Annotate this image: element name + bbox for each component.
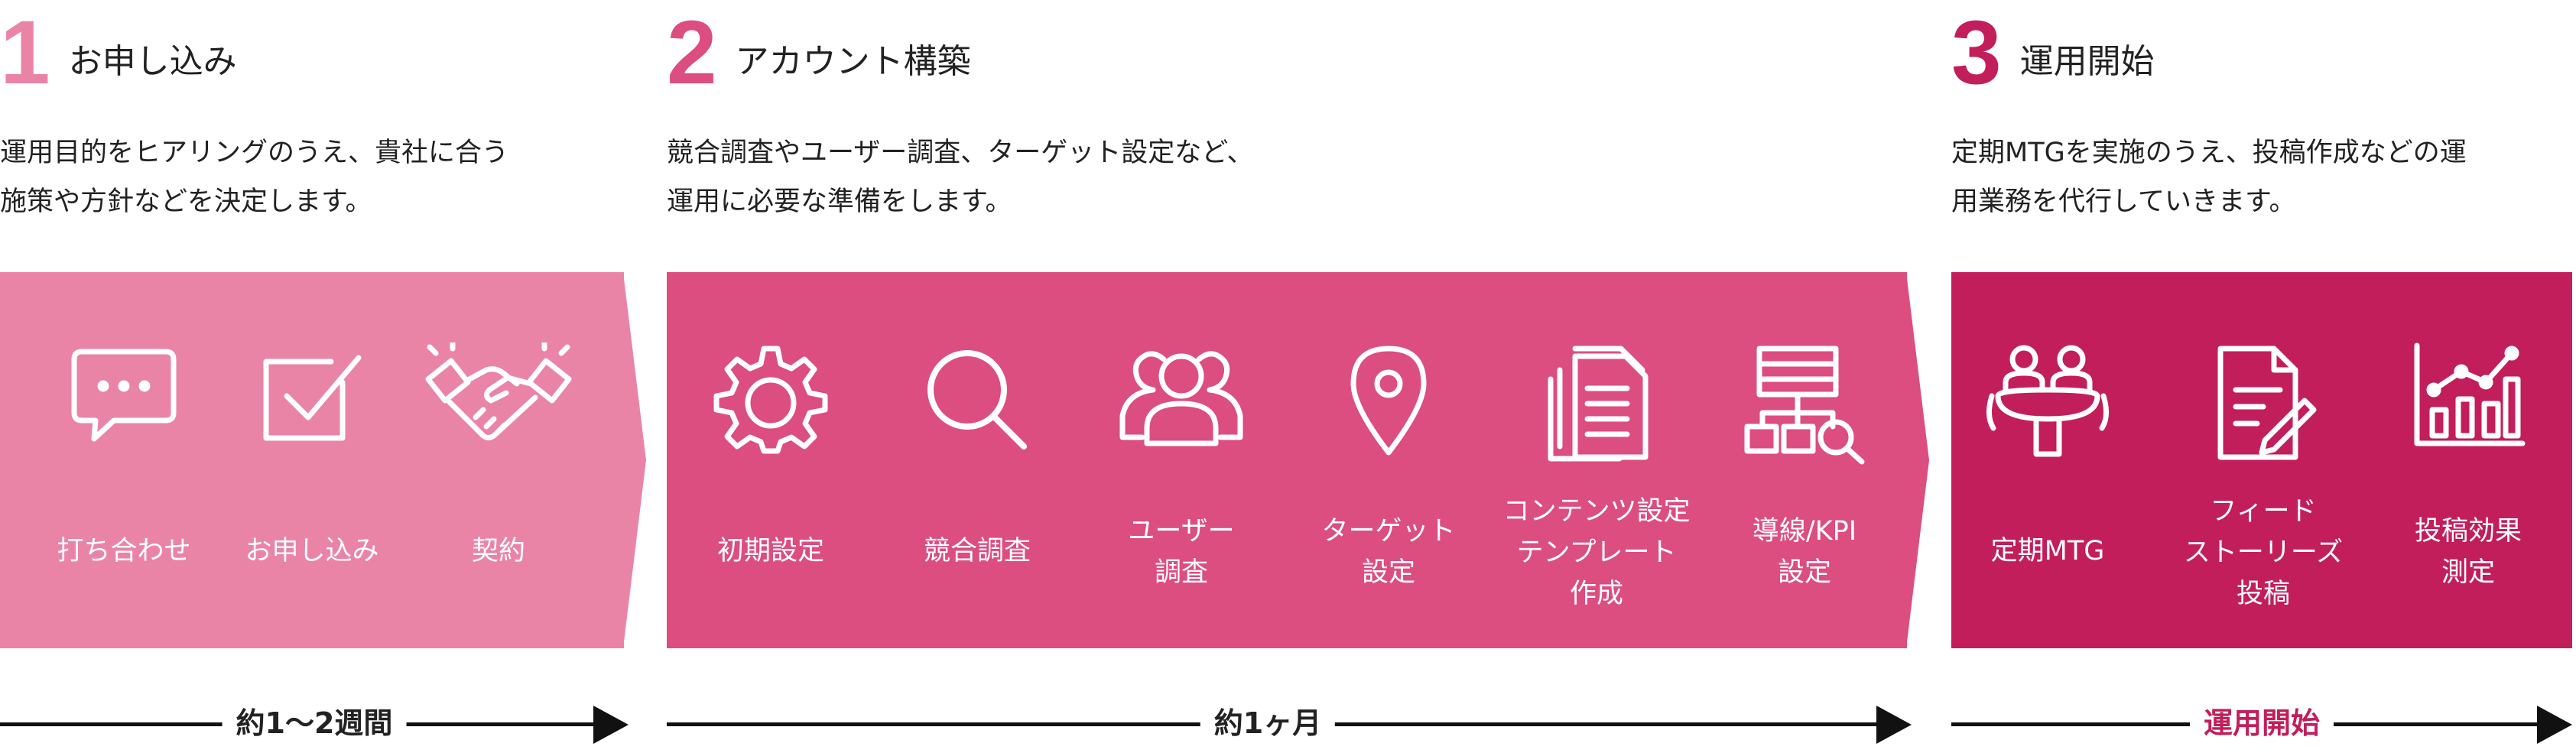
item-shoki-settei: 初期設定 bbox=[679, 272, 862, 648]
item-dousen-kpi: 導線/KPI 設定 bbox=[1713, 272, 1896, 648]
gear-icon bbox=[713, 346, 828, 454]
item-content-template: コンテンツ設定 テンプレート 作成 bbox=[1502, 272, 1691, 648]
item-target-settei: ターゲット 設定 bbox=[1297, 272, 1480, 648]
item-kyougou-chousa: 競合調査 bbox=[885, 272, 1069, 648]
step-1-panel-arrow bbox=[623, 272, 646, 648]
step-description: 運用目的をヒアリングのうえ、貴社に合う 施策や方針などを決定します。 bbox=[0, 138, 509, 217]
step-2-panel-arrow bbox=[1906, 272, 1929, 648]
chat-bubble-icon bbox=[71, 349, 177, 442]
item-teiki-mtg: 定期MTG bbox=[1956, 272, 2139, 648]
step-3-panel: 定期MTG フィード ストーリーズ 投稿 投稿効果 測定 bbox=[1951, 272, 2572, 648]
document-edit-icon bbox=[2217, 346, 2317, 460]
item-moushikomi: お申し込み bbox=[220, 272, 404, 648]
item-label: 競合調査 bbox=[923, 536, 1031, 566]
item-label: 初期設定 bbox=[716, 536, 824, 566]
item-feed-stories: フィード ストーリーズ 投稿 bbox=[2172, 272, 2355, 648]
documents-icon bbox=[1548, 346, 1649, 462]
item-label: 投稿効果 測定 bbox=[2414, 516, 2522, 588]
step-number: 2 bbox=[667, 2, 717, 103]
magnifier-icon bbox=[927, 350, 1027, 450]
step-1-panel: 打ち合わせ お申し込み 契約 bbox=[0, 272, 624, 648]
step-2-header: 2 アカウント構築 bbox=[667, 3, 971, 102]
item-user-chousa: ユーザー 調査 bbox=[1090, 272, 1273, 648]
item-label: お申し込み bbox=[245, 536, 379, 566]
handshake-icon bbox=[425, 342, 572, 441]
item-label: コンテンツ設定 テンプレート 作成 bbox=[1502, 496, 1691, 609]
item-label: ターゲット 設定 bbox=[1321, 516, 1456, 588]
item-label: 打ち合わせ bbox=[57, 536, 191, 566]
step-1-header: 1 お申し込み bbox=[0, 3, 237, 102]
timeline-step-2: 約1ヶ月 bbox=[667, 700, 1912, 746]
step-3-header: 3 運用開始 bbox=[1951, 3, 2155, 102]
step-number: 3 bbox=[1951, 2, 2002, 103]
sitemap-search-icon bbox=[1744, 346, 1865, 465]
checkbox-icon bbox=[263, 355, 362, 441]
item-uchiawase: 打ち合わせ bbox=[32, 272, 216, 648]
meeting-table-icon bbox=[1986, 345, 2109, 457]
step-number: 1 bbox=[0, 2, 50, 103]
item-label: フィード ストーリーズ 投稿 bbox=[2183, 496, 2344, 609]
timeline-arrowhead bbox=[2537, 706, 2572, 744]
duration-label: 約1ヶ月 bbox=[1200, 700, 1336, 746]
step-title: お申し込み bbox=[68, 42, 237, 81]
bar-chart-icon bbox=[2414, 342, 2526, 446]
step-title: アカウント構築 bbox=[735, 42, 971, 81]
duration-label: 約1〜2週間 bbox=[222, 700, 407, 746]
step-description: 競合調査やユーザー調査、ターゲット設定など、 運用に必要な準備をします。 bbox=[667, 138, 1254, 217]
timeline-arrowhead bbox=[593, 706, 629, 744]
item-label: ユーザー 調査 bbox=[1128, 516, 1235, 588]
step-description: 定期MTGを実施のうえ、投稿作成などの運 用業務を代行していきます。 bbox=[1951, 138, 2467, 217]
item-label: 定期MTG bbox=[1990, 536, 2105, 566]
timeline-arrowhead bbox=[1876, 706, 1912, 744]
users-icon bbox=[1119, 351, 1243, 446]
item-label: 導線/KPI 設定 bbox=[1752, 516, 1857, 588]
duration-label: 運用開始 bbox=[2189, 700, 2334, 746]
map-pin-icon bbox=[1350, 346, 1427, 456]
timeline-step-1: 約1〜2週間 bbox=[0, 700, 629, 746]
timeline-step-3: 運用開始 bbox=[1951, 700, 2572, 746]
step-title: 運用開始 bbox=[2019, 42, 2155, 81]
item-label: 契約 bbox=[471, 536, 525, 566]
item-effect-measure: 投稿効果 測定 bbox=[2376, 272, 2560, 648]
item-keiyaku: 契約 bbox=[407, 272, 590, 648]
step-2-panel: 初期設定 競合調査 ユーザー 調査 ターゲット 設定 bbox=[667, 272, 1907, 648]
